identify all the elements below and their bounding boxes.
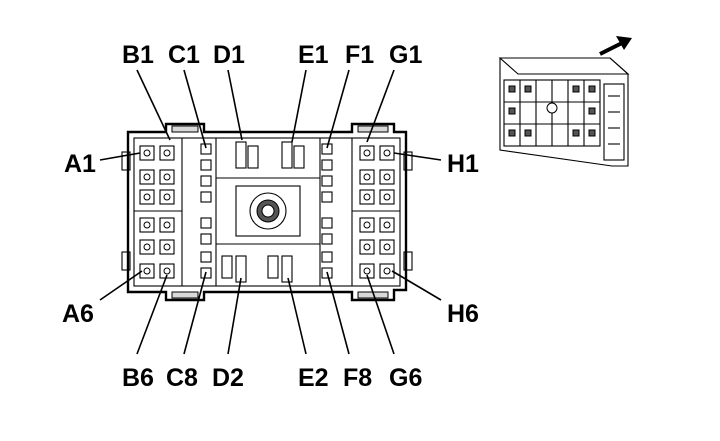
cavities-g-h [359,145,395,279]
pin-label-h6: H6 [447,300,479,328]
pin-label-e1: E1 [298,41,329,69]
connector-face [121,122,413,302]
connector-3d-icon [498,57,630,167]
center-bolt [235,185,301,237]
pin-label-c1: C1 [168,41,200,69]
pin-label-d2: D2 [212,364,244,392]
pin-label-g6: G6 [389,364,422,392]
pin-label-e2: E2 [298,364,329,392]
pin-label-b6: B6 [122,364,154,392]
pin-labels: B1 C1 D1 E1 F1 G1 A1 A6 H1 H6 B6 C8 D2 E… [62,41,479,392]
cavities-a-b [139,145,175,279]
pin-label-g1: G1 [389,41,422,69]
pin-label-d1: D1 [213,41,245,69]
pin-label-f8: F8 [343,364,372,392]
leader-lines [99,69,442,355]
pin-label-b1: B1 [122,41,154,69]
pin-label-a6: A6 [62,300,94,328]
pin-label-c8: C8 [166,364,198,392]
cavities-d-e [221,141,305,283]
arrow-icon [599,36,632,56]
pin-label-a1: A1 [64,150,96,178]
pin-label-f1: F1 [345,41,374,69]
pin-label-h1: H1 [447,150,479,178]
